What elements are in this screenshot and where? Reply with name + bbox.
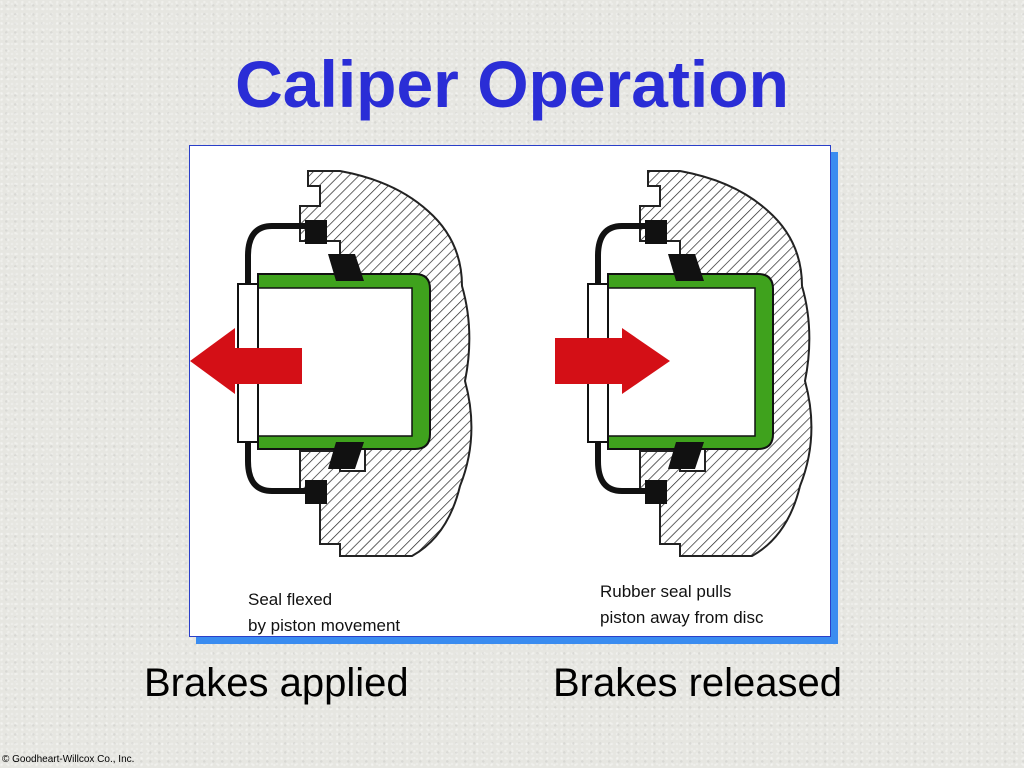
rubber-seal-top-left [328,254,364,281]
boot-groove-top-left [305,220,327,244]
rubber-seal-bottom-left [328,442,364,469]
red-arrow-right [555,328,670,394]
caliper-released-drawing: Rubber seal pulls piston away from disc [555,170,813,627]
note-right-line1: Rubber seal pulls [600,582,731,601]
boot-groove-bottom-left [305,480,327,504]
copyright-notice: © Goodheart-Willcox Co., Inc. [2,754,135,765]
note-left-line2: by piston movement [248,616,400,635]
dust-boot-right [595,223,660,494]
rubber-seal-top-right [668,254,704,281]
caliper-diagram-panel: Seal flexed by piston movement Rubber se… [189,145,831,637]
caliper-applied-drawing: Seal flexed by piston movement [190,170,473,635]
rubber-seal-bottom-right [668,442,704,469]
caption-brakes-released: Brakes released [553,661,843,705]
boot-groove-top-right [645,220,667,244]
dust-boot-left [245,223,320,494]
caliper-diagram: Seal flexed by piston movement Rubber se… [190,170,813,635]
slide-title: Caliper Operation [235,47,789,121]
boot-groove-bottom-right [645,480,667,504]
red-arrow-left [190,328,302,394]
caption-brakes-applied: Brakes applied [144,661,409,705]
note-left-line1: Seal flexed [248,590,332,609]
note-right-line2: piston away from disc [600,608,764,627]
